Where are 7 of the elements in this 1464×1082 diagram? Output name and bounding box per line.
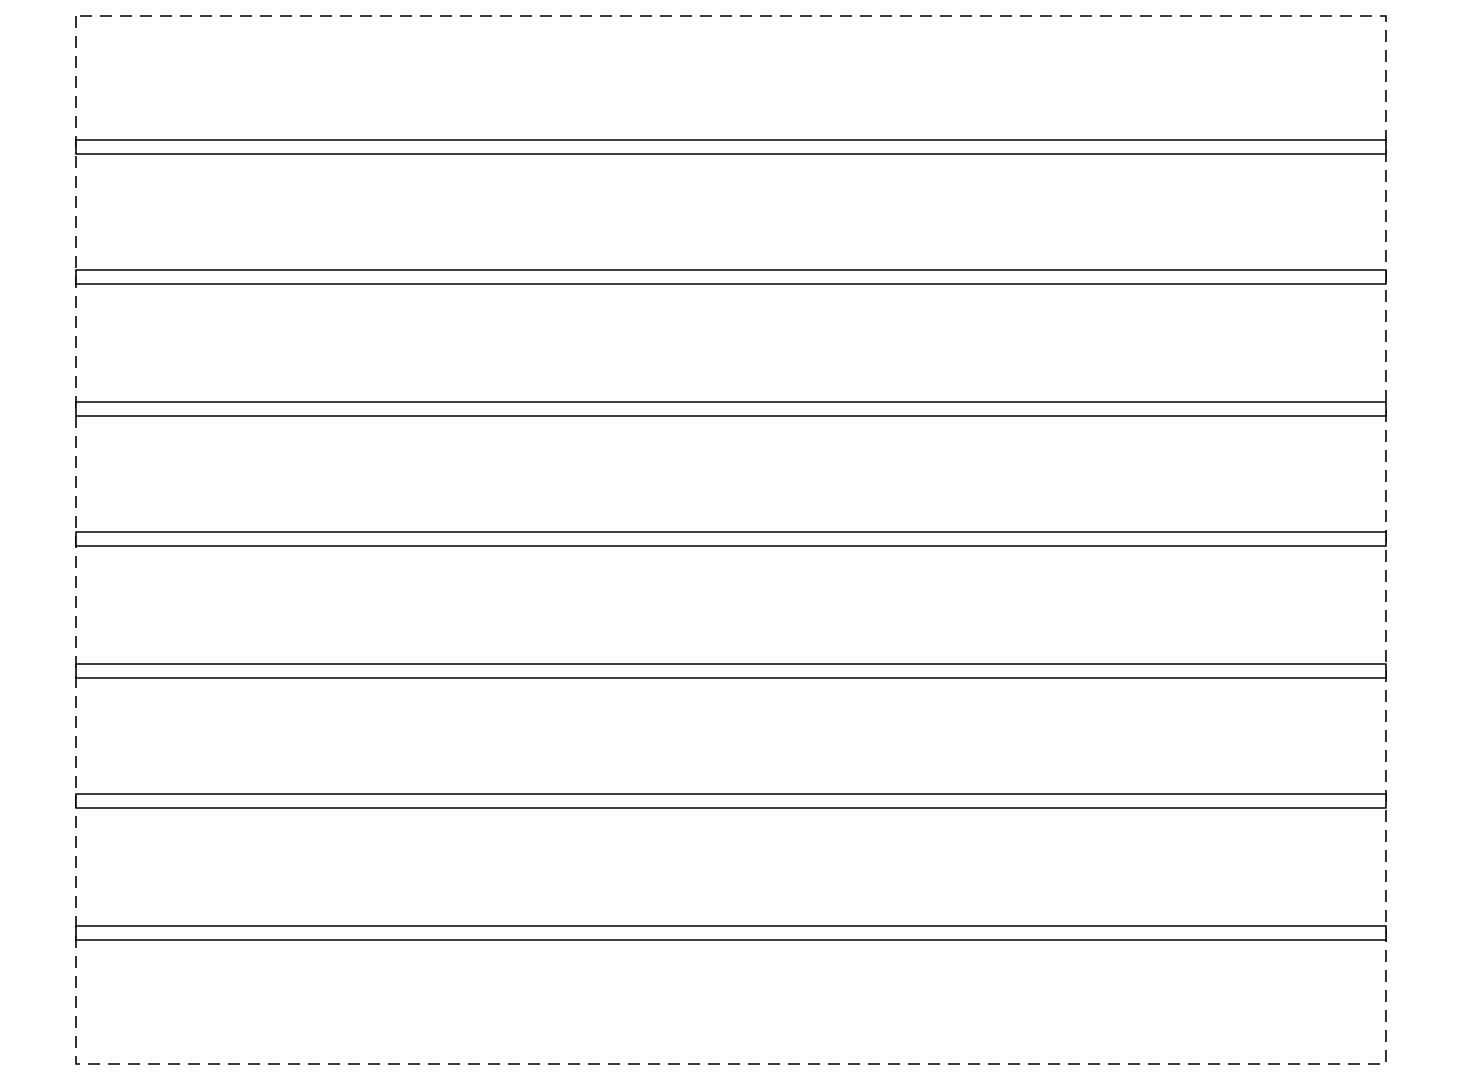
- divider-bar: [75, 531, 1387, 547]
- divider-bar: [75, 401, 1387, 417]
- divider-bar: [75, 139, 1387, 155]
- divider-bar: [75, 663, 1387, 679]
- divider-bar: [75, 925, 1387, 941]
- divider-bar: [75, 793, 1387, 809]
- divider-bar: [75, 269, 1387, 285]
